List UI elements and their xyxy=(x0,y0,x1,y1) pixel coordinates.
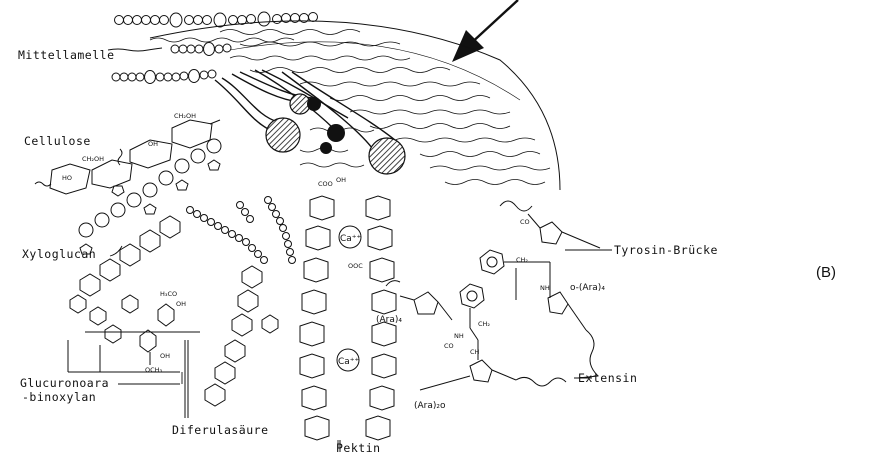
diferulic-acid-structure xyxy=(140,304,188,418)
svg-text:(Ara)₂o: (Ara)₂o xyxy=(414,401,446,411)
extensin-chem-labels: CO CO NH NH CH₂ CH₂ CH (Ara)₄ o-(Ara)₄ (… xyxy=(376,218,605,411)
middle-lamella-bead-chains xyxy=(112,12,318,84)
svg-text:(Ara)₄: (Ara)₄ xyxy=(376,315,402,325)
svg-text:NH: NH xyxy=(540,284,550,292)
svg-text:Ca⁺⁺: Ca⁺⁺ xyxy=(338,357,360,367)
svg-text:Ca⁺⁺: Ca⁺⁺ xyxy=(340,234,362,244)
svg-text:o-(Ara)₄: o-(Ara)₄ xyxy=(570,283,605,293)
figure-labels: Mittellamelle Cellulose Xyloglucan Glucu… xyxy=(18,48,836,455)
svg-text:CH₂OH: CH₂OH xyxy=(174,112,196,120)
svg-text:H₃CO: H₃CO xyxy=(160,290,177,298)
pointer-arrow xyxy=(452,0,518,62)
svg-text:HO: HO xyxy=(62,174,72,182)
label-xyloglucan: Xyloglucan xyxy=(22,247,96,261)
fibrous-wall-mass xyxy=(150,21,560,190)
label-tyrosin-bruecke: Tyrosin-Brücke xyxy=(614,243,718,257)
svg-text:NH: NH xyxy=(454,332,464,340)
panel-label: (B) xyxy=(816,264,836,281)
svg-text:CO: CO xyxy=(520,218,530,226)
svg-text:CO: CO xyxy=(444,342,454,350)
svg-text:COO: COO xyxy=(318,180,333,188)
svg-text:CH: CH xyxy=(470,348,480,356)
svg-text:CH₂: CH₂ xyxy=(478,320,490,328)
svg-text:OH: OH xyxy=(336,176,346,184)
svg-text:CH₂: CH₂ xyxy=(516,256,528,264)
label-pektin: Pektin xyxy=(336,441,381,455)
svg-text:CH₂OH: CH₂OH xyxy=(82,155,104,163)
glucuronoarabinoxylan-structure xyxy=(68,216,200,372)
svg-text:OOC: OOC xyxy=(348,262,363,270)
svg-text:OH: OH xyxy=(160,352,170,360)
cellulose-microfibrils xyxy=(215,70,405,174)
xyloglucan-structure xyxy=(79,139,296,264)
svg-text:OH: OH xyxy=(148,140,158,148)
label-leader-lines xyxy=(108,48,612,448)
label-glucuronoarabinoxylan-1: Glucuronoara - xyxy=(20,376,124,390)
hemicellulose-chain-middle xyxy=(205,266,278,406)
label-glucuronoarabinoxylan-2: -binoxylan xyxy=(22,390,96,404)
pectin-chem-labels: Ca⁺⁺ Ca⁺⁺ COO OOC OH xyxy=(318,176,363,367)
svg-text:OH: OH xyxy=(176,300,186,308)
label-mittellamelle: Mittellamelle xyxy=(18,48,115,62)
extensin-structure xyxy=(386,201,612,390)
label-cellulose: Cellulose xyxy=(24,134,91,148)
label-diferulasaeure: Diferulasäure xyxy=(172,423,269,437)
label-extensin: Extensin xyxy=(578,371,637,385)
svg-text:OCH₃: OCH₃ xyxy=(145,366,163,374)
